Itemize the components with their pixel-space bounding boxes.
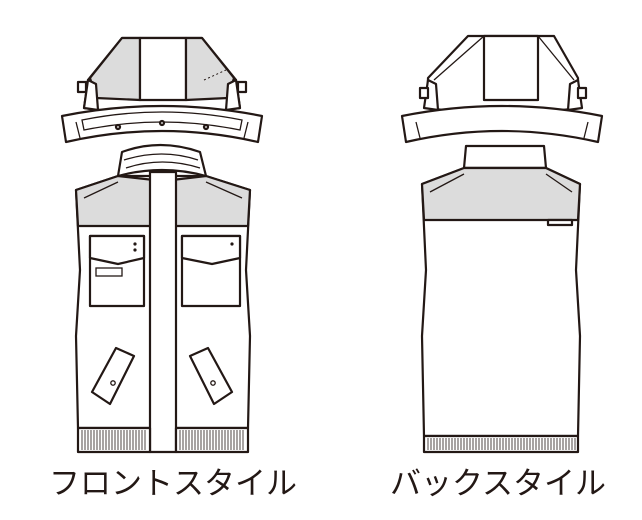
front-body	[74, 143, 252, 454]
back-hood	[400, 34, 604, 144]
back-body	[420, 144, 582, 454]
hem-rib-0	[81, 430, 146, 450]
back-view	[400, 34, 604, 454]
hem-rib-1	[179, 430, 244, 450]
back-style-caption: バックスタイル	[389, 466, 607, 502]
front-view	[60, 36, 264, 454]
hem-rib-2	[427, 438, 576, 450]
front-style-caption: フロントスタイル	[49, 466, 297, 502]
front-hood	[60, 36, 264, 144]
